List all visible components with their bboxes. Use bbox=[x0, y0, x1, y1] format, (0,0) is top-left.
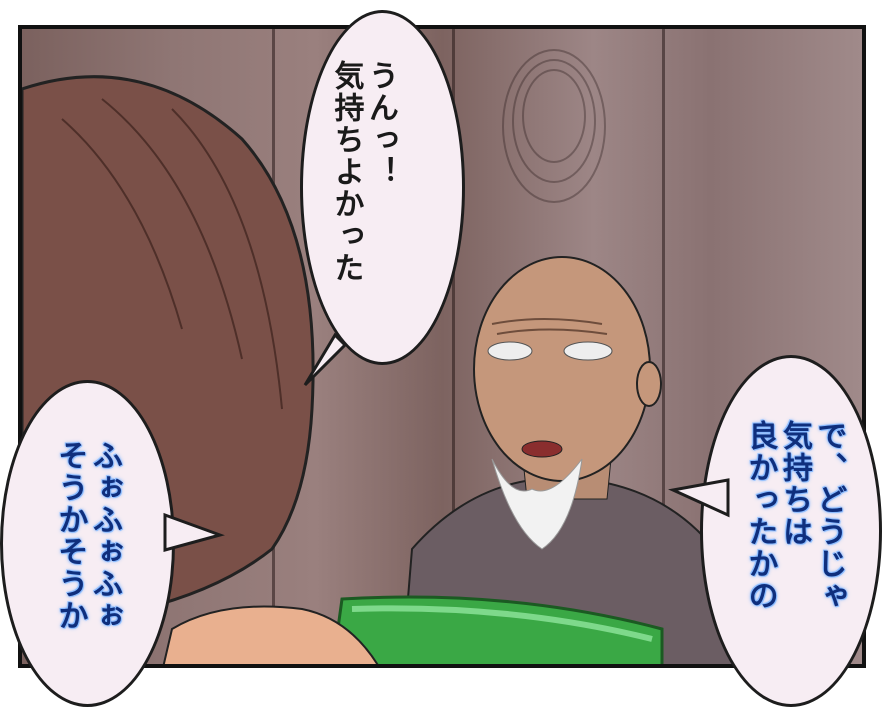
wood-knot bbox=[502, 49, 606, 203]
forehead-wrinkle bbox=[491, 318, 603, 325]
bubble-right-text: で、どうじゃ 気持ちは 良かったかの bbox=[742, 420, 847, 690]
bubble-right-line-2: 気持ちは bbox=[777, 420, 812, 548]
bubble-top-text: うんっ！ 気持ちよかった bbox=[328, 60, 399, 350]
bubble-right-line-3: 良かったかの bbox=[742, 420, 778, 612]
forehead-wrinkle bbox=[496, 328, 608, 335]
speech-bubble-right bbox=[700, 355, 882, 707]
left-eyebrow bbox=[487, 341, 533, 361]
green-tub bbox=[331, 595, 664, 664]
bubble-tail-left bbox=[163, 512, 225, 552]
old-man-mouth bbox=[521, 440, 563, 458]
plank-seam bbox=[452, 29, 455, 664]
bubble-left-text: ふぉふぉふぉ そうかそうか bbox=[52, 440, 123, 690]
bubble-tail-top bbox=[303, 332, 348, 387]
bubble-top-line-2: 気持ちよかった bbox=[328, 60, 364, 284]
right-eyebrow bbox=[563, 341, 613, 361]
old-man-ear bbox=[636, 361, 662, 407]
bubble-left-line-2: そうかそうか bbox=[52, 440, 88, 632]
old-man-beard bbox=[491, 458, 583, 550]
speech-bubble-left bbox=[0, 380, 175, 707]
hair-strand bbox=[101, 98, 243, 360]
bubble-left-line-1: ふぉふぉふぉ bbox=[87, 440, 122, 632]
plank-seam bbox=[662, 29, 665, 664]
tub-rim-highlight bbox=[351, 605, 653, 642]
bubble-tail-right bbox=[668, 478, 730, 518]
hair-strand bbox=[171, 108, 283, 410]
girl-shoulder bbox=[162, 605, 379, 664]
hair-strand bbox=[61, 118, 183, 330]
speech-bubble-top bbox=[300, 10, 465, 365]
bubble-right-line-1: で、どうじゃ bbox=[811, 420, 847, 612]
bubble-top-line-1: うんっ！ bbox=[363, 60, 398, 188]
